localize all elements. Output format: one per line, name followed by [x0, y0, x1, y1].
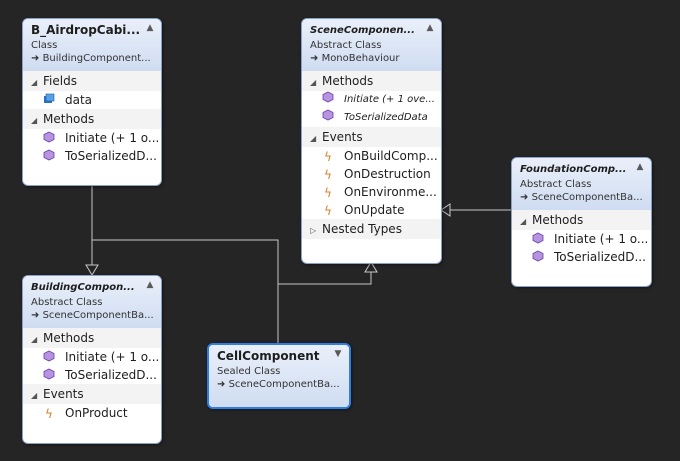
class-header[interactable]: SceneComponen... Abstract Class ➜ MonoBe… [302, 19, 441, 71]
inherit-arrowhead-scene-side [440, 203, 451, 217]
method-item[interactable]: ToSerializedD... [23, 366, 161, 384]
class-base: ➜ SceneComponentBa... [217, 379, 340, 390]
class-kind: Sealed Class [217, 366, 281, 377]
class-box-airdrop-cabinet[interactable]: B_AirdropCabi... Class ➜ BuildingCompone… [22, 18, 162, 186]
section-fields[interactable]: ◢Fields [23, 71, 161, 91]
event-icon: ϟ [45, 407, 53, 421]
class-kind: Abstract Class [520, 179, 592, 190]
collapse-chevron-icon[interactable]: ▲ [146, 23, 154, 33]
section-expand-icon: ▷ [310, 226, 317, 235]
section-collapse-icon: ◢ [310, 78, 317, 87]
section-collapse-icon: ◢ [520, 217, 527, 226]
section-methods[interactable]: ◢Methods [23, 328, 161, 348]
class-name: SceneComponen... [310, 25, 415, 36]
class-header[interactable]: BuildingCompon... Abstract Class ➜ Scene… [23, 276, 161, 328]
field-item[interactable]: data [23, 91, 161, 109]
method-item[interactable]: Initiate (+ 1 o... [23, 129, 161, 147]
class-base: ➜ SceneComponentBa... [520, 192, 643, 203]
collapse-chevron-icon[interactable]: ▲ [426, 23, 434, 33]
inherits-arrow-icon: ➜ [31, 53, 43, 64]
section-nested-types[interactable]: ▷Nested Types [302, 219, 441, 239]
section-collapse-icon: ◢ [31, 116, 38, 125]
method-item[interactable]: ToSerializedD... [512, 248, 651, 266]
class-header[interactable]: CellComponent Sealed Class ➜ SceneCompon… [209, 345, 349, 407]
method-icon [43, 149, 55, 161]
method-icon [322, 109, 334, 121]
inherits-arrow-icon: ➜ [520, 192, 532, 203]
inherits-arrow-icon: ➜ [31, 310, 43, 321]
inherit-arrowhead-scene [364, 261, 378, 273]
method-icon [43, 368, 55, 380]
class-kind: Abstract Class [31, 297, 103, 308]
class-box-cell-component[interactable]: CellComponent Sealed Class ➜ SceneCompon… [207, 343, 351, 409]
method-icon [43, 131, 55, 143]
class-header[interactable]: FoundationComp... Abstract Class ➜ Scene… [512, 158, 651, 210]
event-icon: ϟ [324, 204, 332, 218]
expand-chevron-icon[interactable]: ▼ [334, 349, 342, 359]
collapse-chevron-icon[interactable]: ▲ [636, 162, 644, 172]
event-icon: ϟ [324, 186, 332, 200]
class-header[interactable]: B_AirdropCabi... Class ➜ BuildingCompone… [23, 19, 161, 71]
method-icon [532, 232, 544, 244]
section-methods[interactable]: ◢Methods [512, 210, 651, 230]
event-icon: ϟ [324, 168, 332, 182]
section-methods[interactable]: ◢Methods [23, 109, 161, 129]
collapse-chevron-icon[interactable]: ▲ [146, 280, 154, 290]
section-events[interactable]: ◢Events [302, 127, 441, 147]
method-item[interactable]: ToSerializedData [302, 109, 441, 127]
class-name: FoundationComp... [520, 164, 627, 175]
section-collapse-icon: ◢ [31, 335, 38, 344]
section-methods[interactable]: ◢Methods [302, 71, 441, 91]
method-icon [43, 350, 55, 362]
class-box-building-component[interactable]: BuildingCompon... Abstract Class ➜ Scene… [22, 275, 162, 444]
inherits-arrow-icon: ➜ [217, 379, 229, 390]
method-item[interactable]: Initiate (+ 1 o... [512, 230, 651, 248]
class-kind: Abstract Class [310, 40, 382, 51]
class-base: ➜ SceneComponentBa... [31, 310, 153, 321]
method-item[interactable]: Initiate (+ 1 o... [23, 348, 161, 366]
section-collapse-icon: ◢ [31, 78, 38, 87]
class-kind: Class [31, 40, 58, 51]
section-collapse-icon: ◢ [310, 134, 317, 143]
inherits-arrow-icon: ➜ [310, 53, 322, 64]
method-icon [322, 91, 334, 103]
method-item[interactable]: Initiate (+ 1 ove... [302, 91, 441, 109]
class-base: ➜ BuildingComponent... [31, 53, 151, 64]
section-events[interactable]: ◢Events [23, 384, 161, 404]
inherit-arrowhead-building [85, 264, 99, 276]
event-icon: ϟ [324, 150, 332, 164]
section-collapse-icon: ◢ [31, 391, 38, 400]
class-name: CellComponent [217, 349, 320, 363]
class-base: ➜ MonoBehaviour [310, 53, 400, 64]
field-icon [44, 93, 55, 103]
class-name: B_AirdropCabi... [31, 23, 141, 37]
method-icon [532, 250, 544, 262]
class-box-scene-component[interactable]: SceneComponen... Abstract Class ➜ MonoBe… [301, 18, 442, 264]
class-box-foundation-component[interactable]: FoundationComp... Abstract Class ➜ Scene… [511, 157, 652, 287]
method-item[interactable]: ToSerializedD... [23, 147, 161, 165]
class-name: BuildingCompon... [31, 282, 135, 293]
connector-cell-to-scene [277, 270, 372, 345]
